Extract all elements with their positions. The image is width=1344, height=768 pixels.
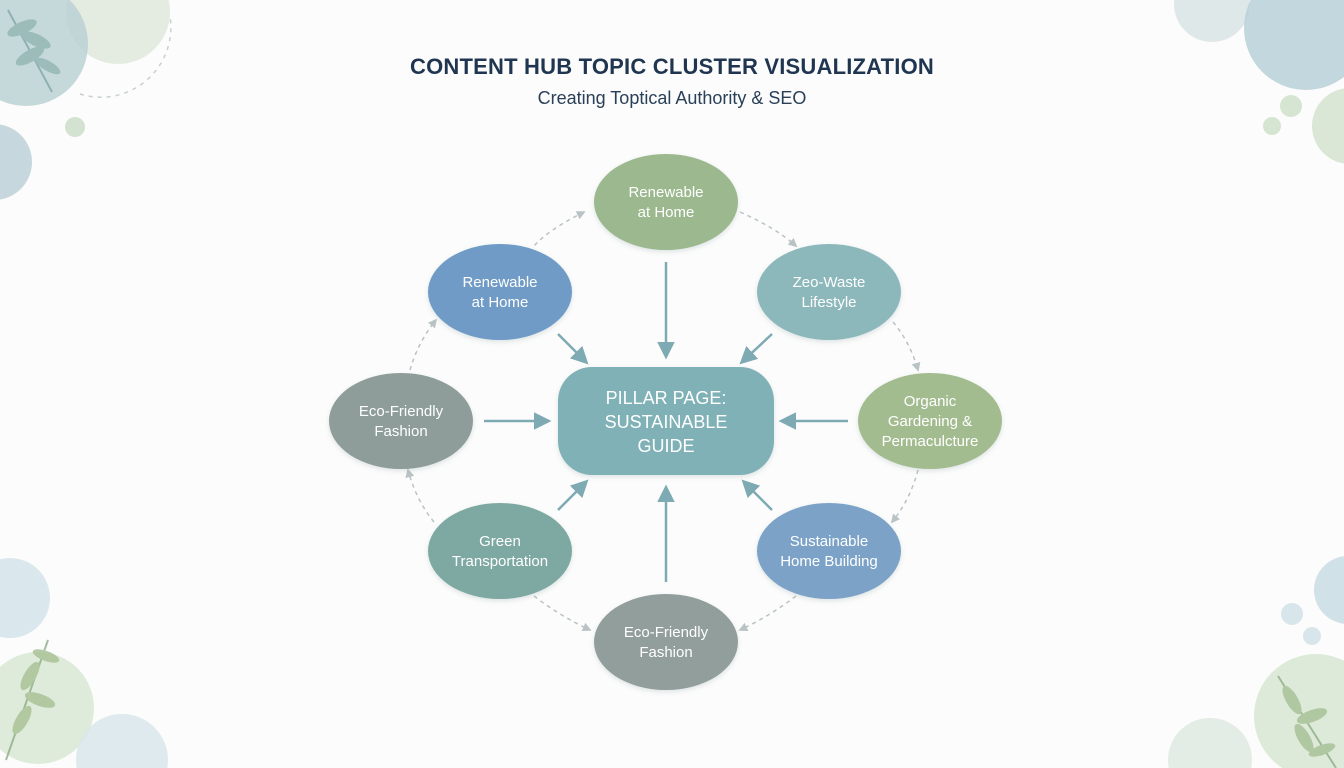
cluster-node-label: Lifestyle <box>801 294 856 311</box>
cluster-node-label: Permaculcture <box>882 433 979 450</box>
cluster-node-label: Eco-Friendly <box>624 624 709 641</box>
pillar-page-shape <box>558 367 774 475</box>
cluster-node-label: Fashion <box>639 644 692 661</box>
cluster-node-label: at Home <box>638 204 695 221</box>
leaf-icon <box>1277 675 1337 768</box>
cluster-node-shape <box>757 503 901 599</box>
cluster-node-label: Sustainable <box>790 533 868 550</box>
cluster-node-shape <box>757 244 901 340</box>
pillar-page-node[interactable]: PILLAR PAGE: SUSTAINABLE GUIDE <box>558 367 774 475</box>
pillar-arrow <box>557 333 589 365</box>
ring-connector <box>738 595 797 632</box>
cluster-node-shape <box>329 373 473 469</box>
diagram-subtitle: Creating Toptical Authority & SEO <box>537 88 807 108</box>
cluster-node-shape <box>594 594 738 690</box>
pillar-label-line: SUSTAINABLE <box>605 412 728 432</box>
ring-connector <box>892 321 921 372</box>
ring-connector <box>739 211 798 248</box>
ring-connector <box>409 318 438 371</box>
cluster-node-label: Organic <box>904 393 957 410</box>
pillar-link-arrows <box>484 262 848 582</box>
cluster-node-top[interactable]: Renewable at Home <box>594 154 738 250</box>
pillar-arrow <box>739 333 773 365</box>
cluster-node-shape <box>594 154 738 250</box>
cluster-node-shape <box>428 244 572 340</box>
ring-connector <box>533 595 592 632</box>
cluster-node-label: Gardening & <box>888 413 972 430</box>
cluster-node-label: Fashion <box>374 423 427 440</box>
cluster-node-label: at Home <box>472 294 529 311</box>
leaf-icon <box>5 639 60 761</box>
cluster-node-shape <box>858 373 1002 469</box>
cluster-node-shape <box>428 503 572 599</box>
ring-connector <box>533 211 586 247</box>
pillar-arrow <box>557 479 589 511</box>
diagram-title: CONTENT HUB TOPIC CLUSTER VISUALIZATION <box>410 54 934 79</box>
cluster-node-label: Home Building <box>780 553 878 570</box>
cluster-node-label: Zeo-Waste <box>793 274 866 291</box>
ring-connector <box>405 468 435 523</box>
pillar-arrow <box>741 479 773 511</box>
cluster-node-upper-left[interactable]: Renewable at Home <box>428 244 572 340</box>
pillar-label-line: GUIDE <box>637 436 694 456</box>
cluster-node-label: Green <box>479 533 521 550</box>
leaf-icon <box>7 9 61 93</box>
cluster-node-label: Renewable <box>462 274 537 291</box>
cluster-node-label: Transportation <box>452 553 548 570</box>
cluster-node-label: Eco-Friendly <box>359 403 444 420</box>
pillar-label-line: PILLAR PAGE: <box>606 388 727 408</box>
cluster-ring-connectors <box>405 211 921 632</box>
ring-connector <box>890 469 919 524</box>
cluster-node-label: Renewable <box>628 184 703 201</box>
